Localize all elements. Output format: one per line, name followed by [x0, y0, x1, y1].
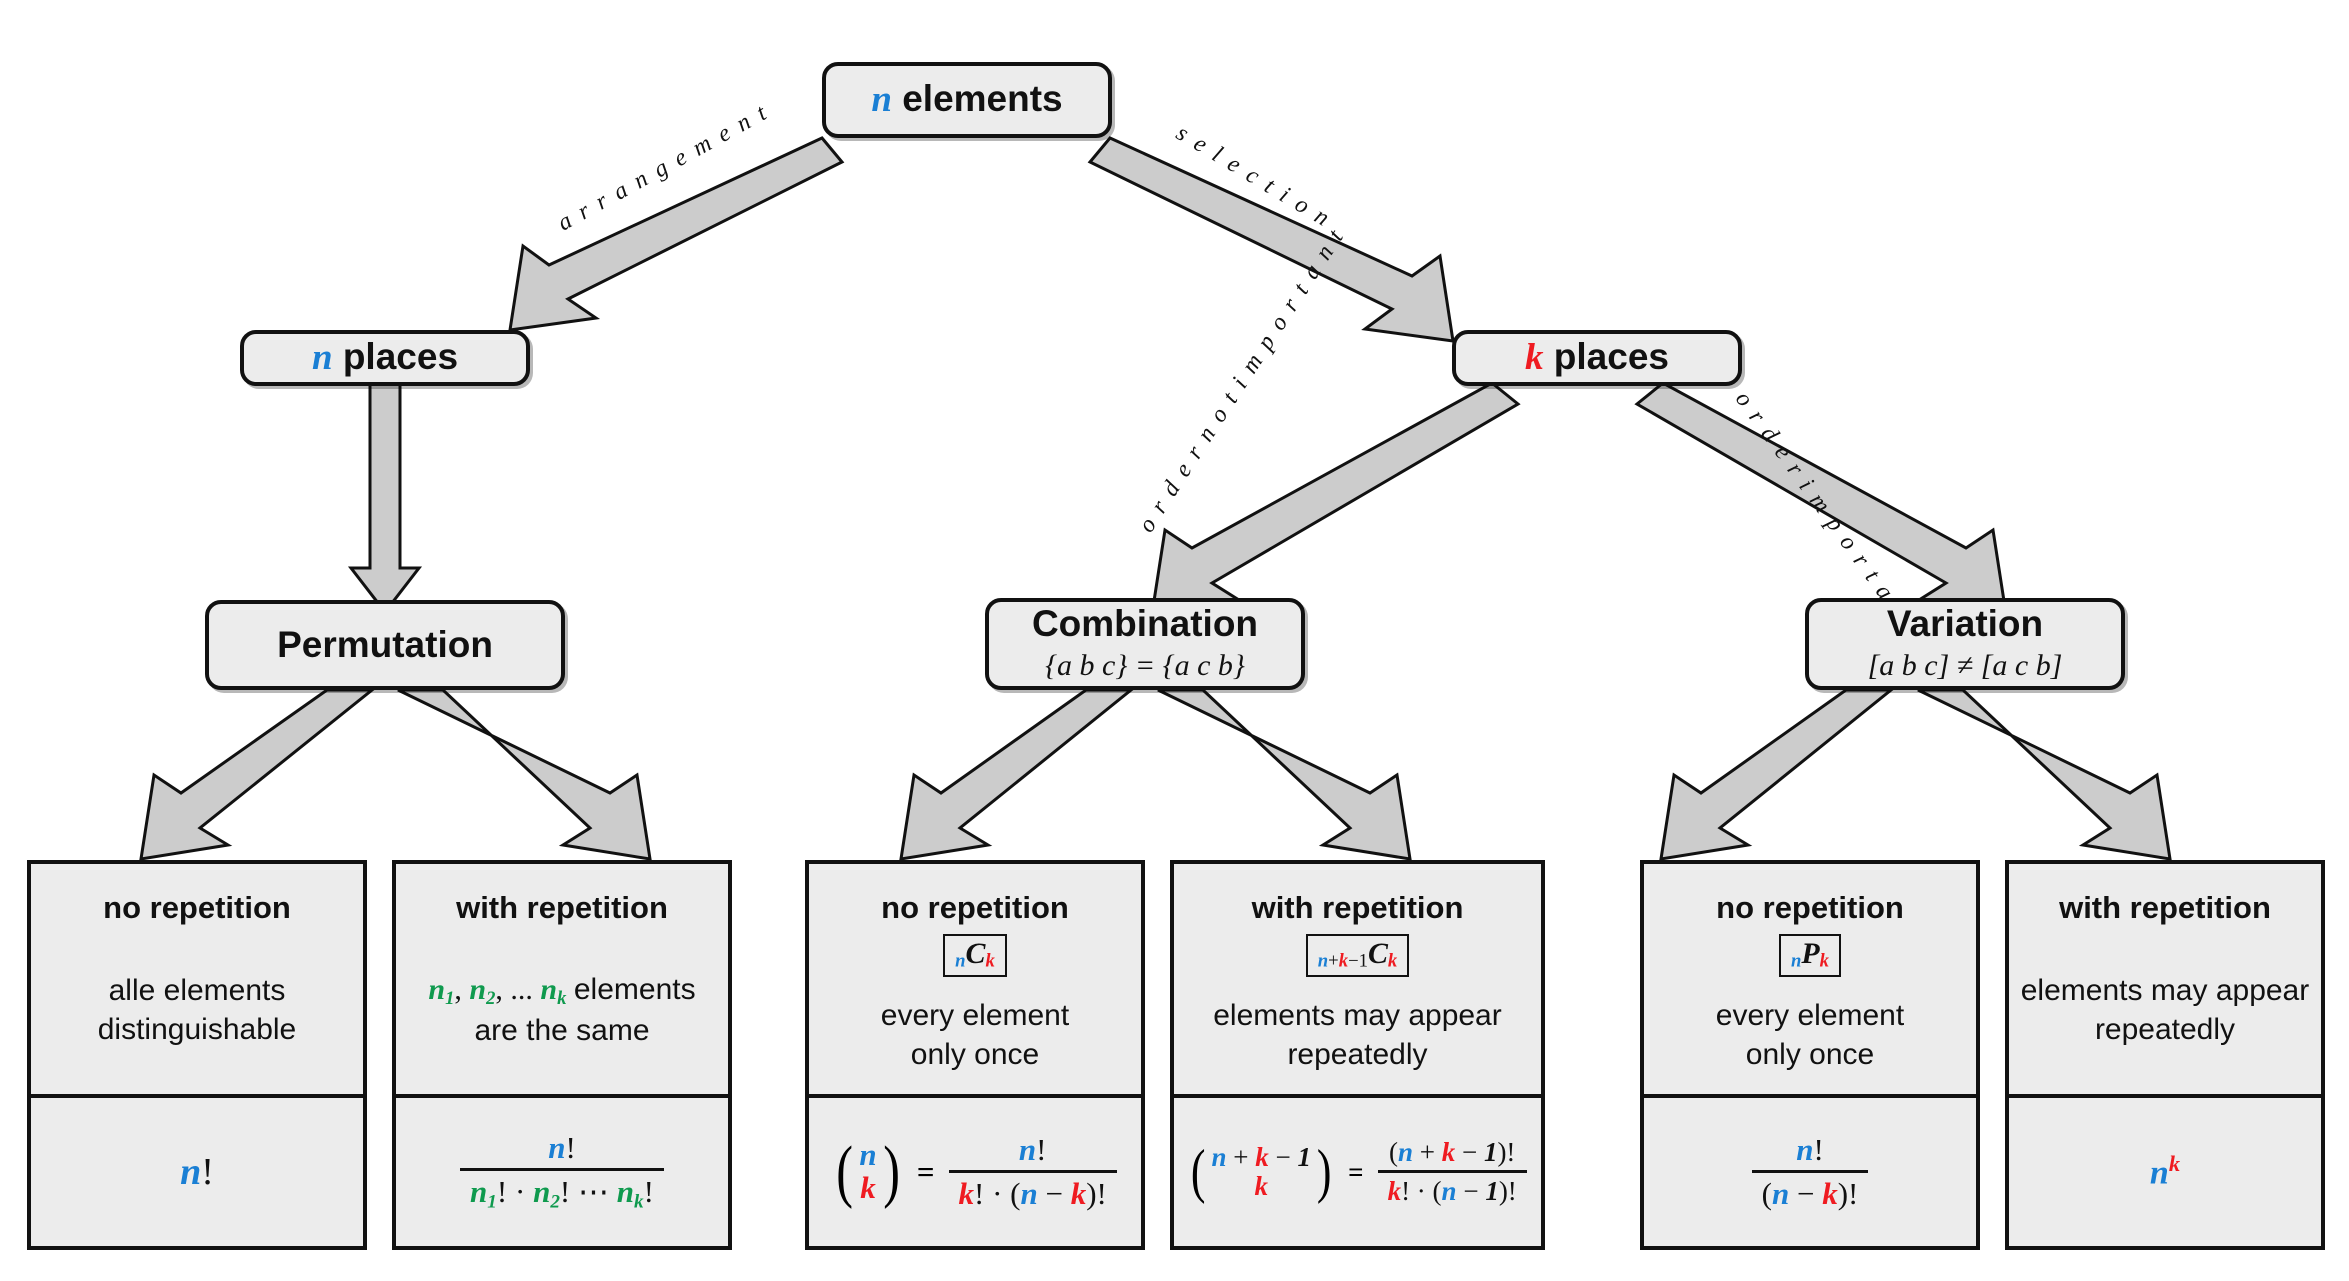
leaf-var-rep-head: with repetition — [2059, 890, 2271, 925]
arrow-variation-to-leaf2 — [1917, 688, 2172, 861]
leaf-comb-rep[interactable]: with repetition n+k−1Ck elements may app… — [1170, 860, 1545, 1250]
arrow-permutation-to-leaf1 — [139, 688, 377, 861]
node-variation-title: Variation — [1886, 602, 2044, 644]
leaf-comb-no-rep-head: no repetition — [881, 890, 1069, 925]
leaf-var-no-rep-formula: n! (n − k)! — [1644, 1098, 1976, 1246]
node-permutation-title: Permutation — [277, 623, 493, 665]
leaf-perm-rep-formula: n! n1! · n2! ⋯ nk! — [396, 1098, 728, 1246]
leaf-comb-rep-head: with repetition — [1251, 890, 1464, 925]
arrow-combination-to-leaf1 — [899, 688, 1136, 861]
leaf-comb-no-rep-notation: nCk — [943, 933, 1007, 977]
node-n-places-label: n places — [311, 336, 459, 379]
node-permutation[interactable]: Permutation — [205, 600, 565, 690]
leaf-var-rep-formula: nk — [2149, 1151, 2181, 1192]
leaf-comb-rep-notation: n+k−1Ck — [1305, 933, 1410, 977]
leaf-perm-no-rep-head: no repetition — [103, 890, 291, 925]
arrow-permutation-to-leaf2 — [397, 688, 652, 861]
leaf-perm-rep-desc: n1, n2, ... nk elements are the same — [428, 972, 696, 1047]
leaf-perm-no-rep-formula: n! — [180, 1151, 214, 1193]
node-n-places[interactable]: n places — [240, 330, 530, 386]
arrow-n-places-to-permutation — [347, 380, 423, 615]
arrow-variation-to-leaf1 — [1659, 688, 1896, 861]
node-combination-title: Combination — [1031, 602, 1259, 644]
node-k-places[interactable]: k places — [1452, 330, 1742, 386]
node-combination-subtitle: {a b c} = {a c b} — [1045, 649, 1245, 683]
node-n-elements-label: n elements — [871, 78, 1063, 121]
node-k-places-label: k places — [1525, 336, 1669, 379]
node-variation[interactable]: Variation [a b c] ≠ [a c b] — [1805, 598, 2125, 690]
leaf-comb-rep-top: with repetition n+k−1Ck elements may app… — [1174, 864, 1541, 1098]
edge-label-order-not-important: o r d e r n o t i m p o r t a n t — [1133, 223, 1351, 538]
node-combination[interactable]: Combination {a b c} = {a c b} — [985, 598, 1305, 690]
arrow-combination-to-leaf2 — [1157, 688, 1412, 861]
node-variation-subtitle: [a b c] ≠ [a c b] — [1867, 649, 2063, 683]
node-n-elements[interactable]: n elements — [822, 62, 1112, 138]
leaf-perm-rep-top: with repetition n1, n2, ... nk elements … — [396, 864, 728, 1098]
edge-label-arrangement: a r r a n g e m e n t — [553, 99, 773, 237]
edge-label-selection: s e l e c t i o n — [1171, 119, 1336, 233]
leaf-perm-rep[interactable]: with repetition n1, n2, ... nk elements … — [392, 860, 732, 1250]
leaf-perm-rep-head: with repetition — [456, 890, 668, 925]
leaf-var-no-rep-head: no repetition — [1716, 890, 1904, 925]
leaf-comb-rep-formula: ( n + k − 1 k ) = (n + k − 1)! k! · (n −… — [1174, 1098, 1541, 1246]
leaf-var-no-rep-notation: nPk — [1778, 933, 1842, 977]
